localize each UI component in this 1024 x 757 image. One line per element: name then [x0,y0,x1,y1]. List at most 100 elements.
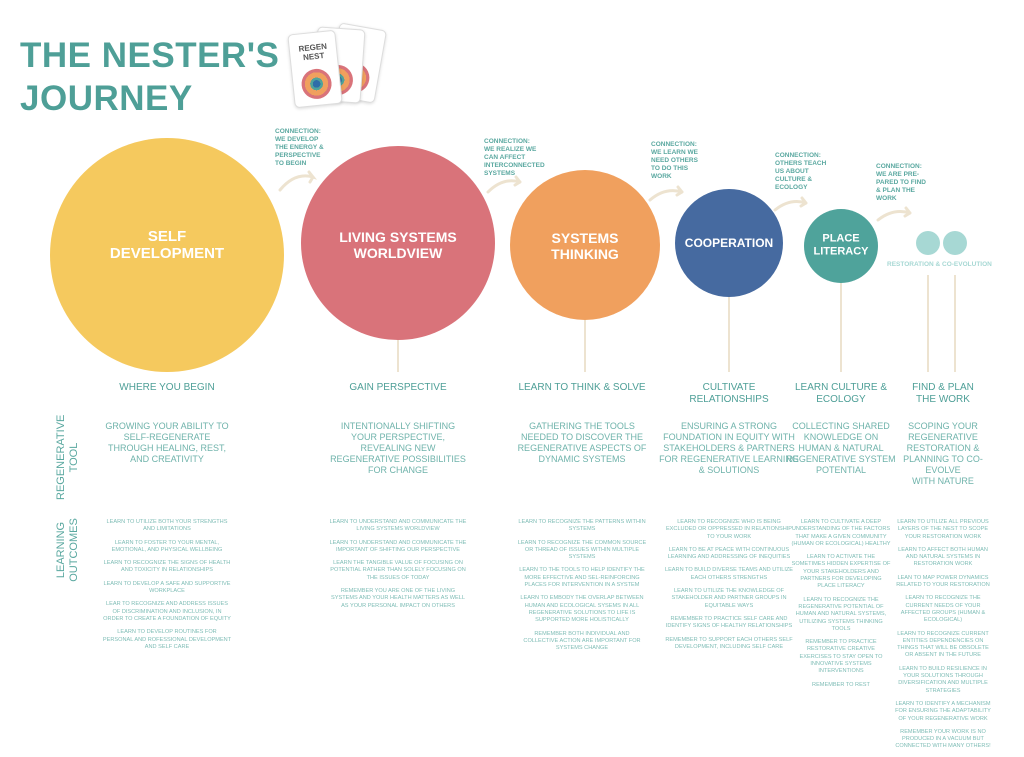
stage-label: LEARN CULTURE &ECOLOGY [791,382,891,406]
connection-line: SYSTEMS [484,170,516,177]
learning-outcomes-list-line: REMEMBER YOUR WORK IS NO PRODUCED IN A V… [895,728,991,750]
connection-line: CULTURE & [775,176,813,183]
learning-outcomes-list-line: LEARN TO UNDERSTAND AND COMMUNICATE THE … [329,539,467,553]
learning-outcomes-list-line: LEARN TO UNDERSTAND AND COMMUNICATE THE … [329,519,467,533]
learning-outcomes-list-line: LEARN TO ACTIVATE THE SOMETIMES HIDDEN E… [791,554,891,590]
learning-outcomes-list-line: LEARN TO UTILIZE BOTH YOUR STRENGTHS AND… [106,519,228,533]
stage-label-line: LEARN TO THINK & SOLVE [518,382,646,393]
learning-outcomes-list-line: LEARN TO RECOGNIZE CURRENT ENTITIES DEPE… [897,630,989,659]
regenerative-tool-text-line: REGENERATIVE [908,432,978,442]
regenerative-tool-text-line: NEEDED TO DISCOVER THE [520,432,644,442]
connection-line: NEED OTHERS [651,157,698,164]
regenerative-tool-text-line: & SOLUTIONS [698,465,760,475]
regenerative-tool-text-line: PLANNING TO CO-EVOLVE [903,454,983,475]
regenerative-tool-text-line: COLLECTING SHARED [792,421,890,431]
learning-outcomes-list-line: LEARN TO UTILIZE ALL PREVIOUS LAYERS OF … [897,519,989,540]
connection-line: ECOLOGY [775,184,808,191]
learning-outcomes-list-line: LEARN THE TANGIBLE VALUE OF FOCUSING ON … [330,560,466,581]
regenerative-tool-text-line: REVEALING NEW [360,443,436,453]
regenerative-tool-text-line: GROWING YOUR ABILITY TO [105,421,229,431]
regenerative-tool-text-line: POTENTIAL [815,465,866,475]
learning-outcomes-list: LEARN TO UTILIZE BOTH YOUR STRENGTHS AND… [102,519,232,657]
regenerative-tool-text-line: YOUR PERSPECTIVE, [350,432,446,442]
circle-systems-thinking [510,170,660,320]
stage-label-line: FIND & PLAN [912,382,974,393]
learning-outcomes-list-line: REMEMBER BOTH INDIVIDUAL AND COLLECTIVE … [523,630,641,652]
connection-label: CONNECTION:WE ARE PRE-PARED TO FIND& PLA… [876,163,946,203]
learning-outcomes-list: LEARN TO UTILIZE ALL PREVIOUS LAYERS OF … [893,519,993,757]
regenerative-tool-text-line: FOR CHANGE [367,465,428,475]
regenerative-tool-text-line: THROUGH HEALING, REST, [107,443,226,453]
learning-outcomes-list-line: LEARN TO DEVELOP ROUTINES FOR PERSONAL A… [102,629,232,650]
connection-line: WE ARE PRE- [876,171,920,178]
learning-outcomes-list-line: LEARN TO RECOGNIZE THE PATTERNS WITHIN S… [518,519,646,533]
page-title: THE NESTER'S JOURNEY [20,34,279,120]
stage-label-line: LEARN CULTURE & [794,382,888,393]
circle-cooperation [675,189,783,297]
learning-outcomes-list-line: LEARN TO BE AT PEACE WITH CONTINUOUS LEA… [667,546,791,561]
learning-outcomes-list-line: LEARN TO IDENTIFY A MECHANISM FOR ENSURI… [895,700,991,722]
connection-line: WE REALIZE WE [484,146,537,153]
regenerative-tool-text-line: REGENERATIVE SYSTEM [786,454,896,464]
circle-living-systems [301,146,495,340]
regenerative-tool-text-line: FOR REGENERATIVE LEARNING [659,454,799,464]
circle-place-literacy [804,209,878,283]
connection-line: INTERCONNECTED [484,162,545,169]
regenerative-tool-text-line: WITH NATURE [912,476,974,486]
connection-line: OTHERS TEACH [775,160,827,167]
regenerative-tool-text-line: HUMAN & NATURAL [798,443,884,453]
connection-line: CONNECTION: [651,141,697,148]
connection-line: & PLAN THE [876,187,915,194]
learning-outcomes-list-line: LEARN TO FOSTER TO YOUR MENTAL, EMOTIONA… [111,539,223,553]
connection-line: WORK [876,195,897,202]
arrow-icon [876,206,912,222]
connection-line: CONNECTION: [275,128,321,135]
regenerative-tool-text-line: STAKEHOLDERS & PARTNERS [663,443,795,453]
circle-label: COOPERATION [684,236,774,251]
circle-restoration [916,231,940,255]
learning-outcomes-list-line: LEAN TO MAP POWER DYNAMICS RELATED TO YO… [896,574,990,589]
learning-outcomes-list-line: LEARN TO RECOGNIZE THE SIGNS OF HEALTH A… [103,560,231,574]
arrow-icon [773,196,808,212]
learning-outcomes-list-line: REMEMBER TO PRACTICE RESTORATIVE CREATIV… [799,639,883,675]
connection-line: CAN AFFECT [484,154,526,161]
circle-self-development [50,138,284,372]
connection-line: CONNECTION: [775,152,821,159]
regenerative-tool-text-line: SELF-REGENERATE [123,432,211,442]
stage-label-line: THE WORK [916,394,970,405]
learning-outcomes-list: LEARN TO CULTIVATE A DEEP UNDERSTANDING … [791,519,891,695]
learning-outcomes-list-line: LEARN TO BUILD RESILIENCE IN YOUR SOLUTI… [898,665,988,694]
stage-label-line: CULTIVATE [702,382,756,393]
learning-outcomes-list-line: LEARN TO RECOGNIZE THE COMMON SOURCE OR … [517,539,647,561]
connection-line: CONNECTION: [484,138,530,145]
learning-outcomes-list-line: REMEMBER TO REST [812,681,870,688]
arrow-icon [278,170,318,192]
learning-outcomes-list: LEARN TO RECOGNIZE WHO IS BEING EXCLUDED… [664,519,794,657]
stage-label: GAIN PERSPECTIVE [323,382,473,394]
stage-label: LEARN TO THINK & SOLVE [512,382,652,394]
journey-diagram [50,138,967,372]
regenerative-tool-text-line: KNOWLEDGE ON [803,432,879,442]
arrow-icon [486,175,522,194]
regenerative-tool-text-line: INTENTIONALLY SHIFTING [340,421,456,431]
stage-label-line: ECOLOGY [816,394,866,405]
connection-line: PERSPECTIVE [275,152,321,159]
regenerative-tool-text-line: GATHERING THE TOOLS [529,421,635,431]
learning-outcomes-list-line: REMEMBER YOU ARE ONE OF THE LIVING SYSTE… [331,588,465,609]
connection-line: WE LEARN WE [651,149,698,156]
learning-outcomes-list-line: REMEMBER TO SUPPORT EACH OTHERS SELF DEV… [665,636,793,650]
regenerative-tool-text-line: DYNAMIC SYSTEMS [538,454,626,464]
